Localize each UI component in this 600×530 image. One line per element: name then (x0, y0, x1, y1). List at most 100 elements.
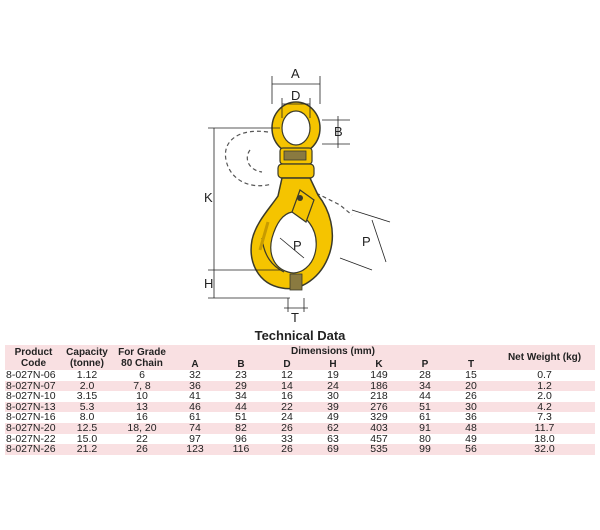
cell-dim-a: 61 (172, 412, 218, 423)
cell-product-code: 8-027N-07 (5, 380, 62, 392)
cell-net-weight: 2.0 (494, 391, 596, 402)
cell-dim-k: 149 (356, 370, 402, 381)
cell-dim-k: 218 (356, 391, 402, 402)
cell-capacity: 3.15 (62, 391, 112, 402)
cell-for-grade: 7, 8 (112, 380, 172, 392)
cell-dim-b: 116 (218, 444, 264, 455)
header-dim-b: B (237, 358, 245, 370)
cell-dim-d: 16 (264, 391, 310, 402)
cell-dim-t: 15 (448, 370, 495, 381)
cell-dim-b: 23 (218, 370, 264, 381)
cell-dim-p: 91 (402, 423, 448, 434)
cell-dim-t: 36 (448, 412, 495, 423)
cell-dim-k: 457 (356, 433, 402, 445)
cell-net-weight: 11.7 (494, 423, 596, 434)
swivel-eye (271, 101, 321, 179)
cell-dim-a: 123 (172, 444, 218, 455)
cell-dim-p: 80 (402, 433, 448, 445)
cell-net-weight: 32.0 (494, 444, 596, 455)
dim-label-d: D (291, 88, 300, 103)
header-dim-h: H (329, 358, 337, 370)
cell-capacity: 21.2 (62, 444, 112, 455)
cell-for-grade: 16 (112, 412, 172, 423)
cell-product-code: 8-027N-20 (5, 423, 62, 434)
cell-dim-h: 30 (310, 391, 356, 402)
cell-capacity: 8.0 (62, 412, 112, 423)
cell-dim-h: 69 (310, 444, 356, 455)
cell-dim-k: 329 (356, 412, 402, 423)
cell-dim-b: 29 (218, 380, 264, 392)
cell-dim-b: 51 (218, 412, 264, 423)
cell-dim-a: 97 (172, 433, 218, 445)
cell-dim-h: 19 (310, 370, 356, 381)
cell-for-grade: 10 (112, 391, 172, 402)
cell-for-grade: 18, 20 (112, 423, 172, 434)
cell-dim-d: 26 (264, 444, 310, 455)
cell-dim-d: 24 (264, 412, 310, 423)
cell-dim-t: 48 (448, 423, 495, 434)
cell-dim-d: 14 (264, 380, 310, 392)
cell-dim-b: 44 (218, 402, 264, 413)
header-capacity: Capacity (tonne) (66, 346, 108, 369)
cell-dim-p: 34 (402, 380, 448, 392)
cell-dim-b: 96 (218, 433, 264, 445)
header-product-code: Product Code (14, 346, 53, 369)
latch-open-outline (224, 130, 353, 216)
technical-data-table: Product Code Capacity (tonne) For Grade … (5, 345, 596, 455)
cell-dim-p: 99 (402, 444, 448, 455)
cell-capacity: 1.12 (62, 370, 112, 381)
cell-dim-k: 535 (356, 444, 402, 455)
cell-dim-k: 276 (356, 402, 402, 413)
cell-net-weight: 7.3 (494, 412, 596, 423)
cell-dim-a: 41 (172, 391, 218, 402)
dim-label-k: K (204, 190, 213, 205)
cell-dim-k: 403 (356, 423, 402, 434)
dim-label-t: T (291, 310, 299, 325)
cell-dim-h: 62 (310, 423, 356, 434)
cell-dim-t: 30 (448, 402, 495, 413)
header-dim-p: P (421, 358, 429, 370)
cell-dim-a: 32 (172, 370, 218, 381)
dim-label-b: B (334, 124, 343, 139)
dim-label-p-inner: P (293, 238, 302, 253)
cell-product-code: 8-027N-10 (5, 391, 62, 402)
cell-net-weight: 0.7 (494, 370, 596, 381)
cell-dim-p: 51 (402, 402, 448, 413)
cell-for-grade: 22 (112, 433, 172, 445)
cell-capacity: 5.3 (62, 402, 112, 413)
cell-dim-h: 39 (310, 402, 356, 413)
hook-body (250, 177, 334, 291)
hook-diagram: A D B K P P H T (204, 66, 391, 325)
header-for-grade: For Grade 80 Chain (118, 346, 166, 369)
cell-dim-p: 44 (402, 391, 448, 402)
cell-dim-d: 22 (264, 402, 310, 413)
cell-dim-h: 49 (310, 412, 356, 423)
cell-for-grade: 13 (112, 402, 172, 413)
dimension-lines (208, 76, 391, 312)
header-dim-a: A (191, 358, 199, 370)
header-dim-k: K (375, 358, 383, 370)
cell-dim-a: 46 (172, 402, 218, 413)
dim-label-p-outer: P (362, 234, 371, 249)
cell-dim-a: 36 (172, 380, 218, 392)
cell-dim-t: 56 (448, 444, 495, 455)
cell-dim-t: 20 (448, 380, 495, 392)
cell-capacity: 12.5 (62, 423, 112, 434)
cell-dim-h: 24 (310, 380, 356, 392)
cell-dim-d: 26 (264, 423, 310, 434)
cell-dim-d: 12 (264, 370, 310, 381)
dim-label-a: A (291, 66, 300, 81)
cell-dim-p: 28 (402, 370, 448, 381)
cell-dim-p: 61 (402, 412, 448, 423)
cell-capacity: 15.0 (62, 433, 112, 445)
header-dim-t: T (467, 358, 475, 370)
cell-for-grade: 6 (112, 370, 172, 381)
